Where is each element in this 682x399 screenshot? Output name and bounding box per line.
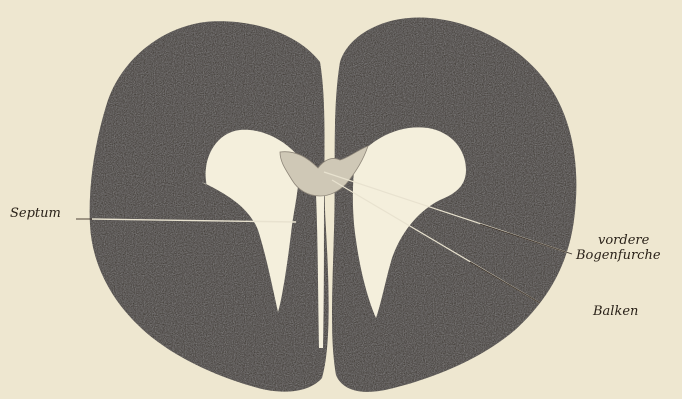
label-bogenfurche: Bogenfurche bbox=[576, 248, 661, 263]
label-septum: Septum bbox=[10, 206, 61, 221]
label-balken: Balken bbox=[593, 304, 638, 319]
label-vordere: vordere bbox=[598, 233, 649, 248]
